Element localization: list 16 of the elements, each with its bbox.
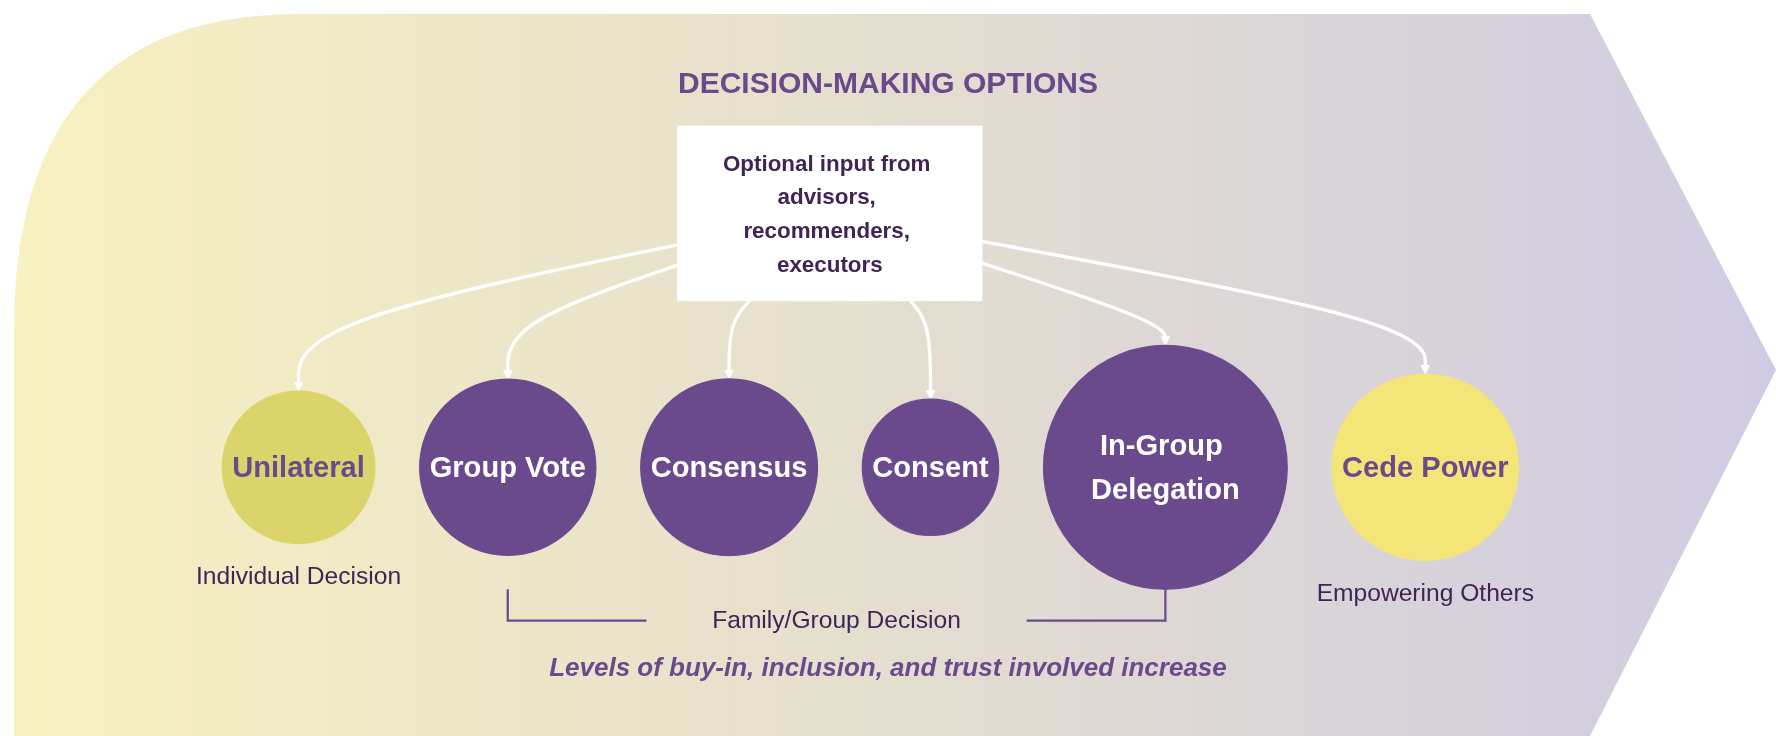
node-caption: Empowering Others: [1316, 578, 1534, 606]
node-circle: In-Group Delegation: [1042, 344, 1288, 590]
node-box: Optional input from advisors, recommenders, executors: [677, 125, 983, 302]
diagram-title: DECISION-MAKING OPTIONS: [677, 66, 1099, 100]
node-circle: Consensus: [640, 378, 819, 557]
caption: Levels of buy-in, inclusion, and trust involved increase: [548, 652, 1228, 683]
arrow: [981, 261, 1171, 346]
bracket-label: Family/Group Decision: [712, 606, 961, 634]
node-circle: Group Vote: [419, 378, 597, 556]
node-circle: Unilateral: [221, 390, 376, 545]
arrow: [981, 239, 1431, 375]
node-circle: Cede Power: [1331, 373, 1520, 562]
arrow: [908, 299, 936, 400]
node-caption: Individual Decision: [196, 561, 402, 589]
arrow: [724, 299, 751, 380]
node-circle: Consent: [861, 398, 1000, 537]
